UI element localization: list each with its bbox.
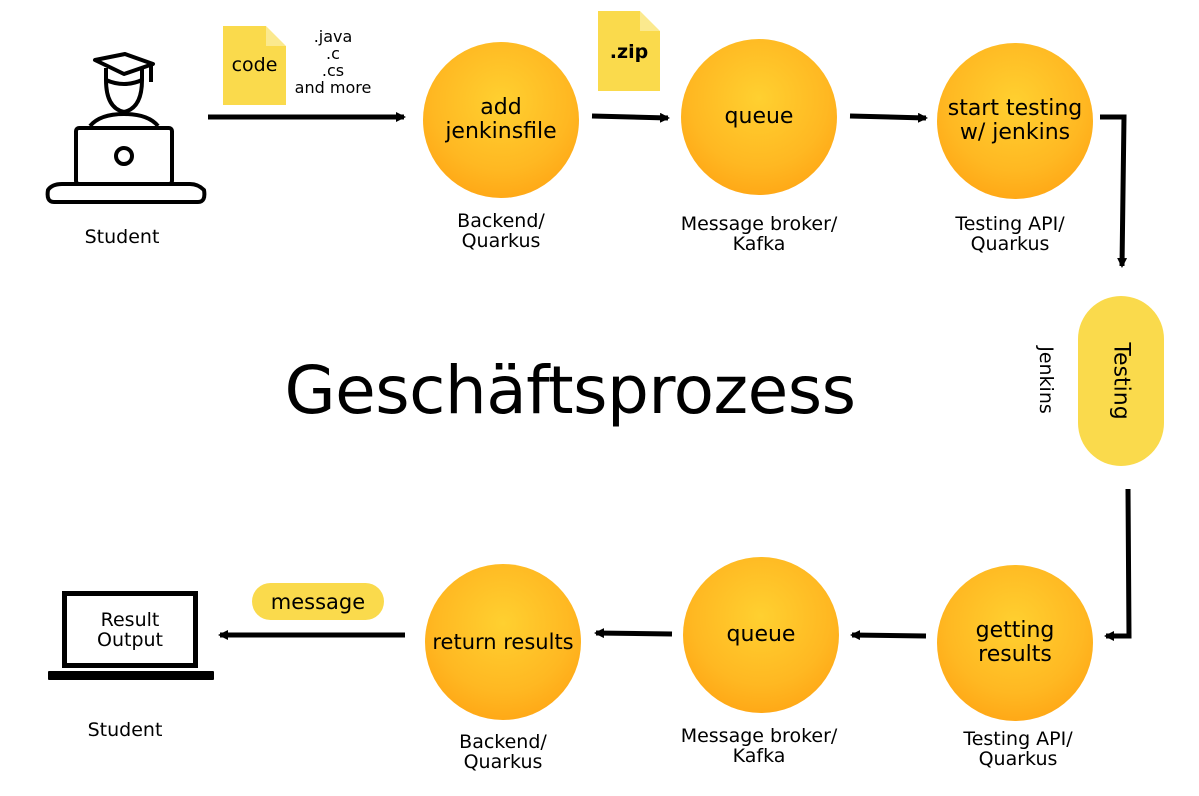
student-label-bottom: Student [87, 719, 163, 741]
code-file-label: code [231, 54, 278, 76]
step-queue-bottom: queue [683, 557, 839, 713]
step-return-results: return results [425, 564, 581, 720]
caption-testing-api-top: Testing API/ Quarkus [955, 213, 1065, 255]
zip-file-icon: .zip [598, 11, 660, 91]
caption-jenkins: Jenkins [1035, 346, 1057, 414]
step-start-testing: start testing w/ jenkins [937, 43, 1093, 199]
caption-kafka-top: Message broker/ Kafka [680, 213, 838, 255]
laptop-icon [48, 671, 214, 680]
result-output-screen: Result Output [62, 591, 198, 668]
diagram-title: Geschäftsprozess [284, 352, 856, 429]
step-queue-top: queue [681, 39, 837, 195]
arrow-jenkins-to-results [1104, 488, 1132, 641]
caption-backend-bottom: Backend/ Quarkus [459, 731, 547, 773]
code-extensions: .java .c .cs and more [294, 27, 372, 97]
caption-testing-api-bottom: Testing API/ Quarkus [963, 728, 1073, 770]
code-file-icon: code [223, 26, 286, 105]
testing-label: Testing [1108, 342, 1134, 420]
step-getting-results: getting results [937, 565, 1093, 721]
message-badge: message [252, 583, 384, 620]
student-laptop-icon [45, 52, 207, 204]
step-testing: Testing [1078, 296, 1164, 466]
arrow-results-to-queue [850, 630, 927, 641]
zip-file-label: .zip [609, 41, 649, 63]
arrow-queue-to-testing [849, 112, 928, 123]
arrow-testing-down [1100, 114, 1128, 268]
arrow-queue-to-return [594, 628, 673, 639]
caption-backend-top: Backend/ Quarkus [457, 210, 545, 252]
arrow-jenkinsfile-to-queue [591, 112, 670, 123]
student-label: Student [84, 226, 160, 248]
caption-kafka-bottom: Message broker/ Kafka [680, 725, 838, 767]
step-add-jenkinsfile: add jenkinsfile [423, 42, 579, 198]
